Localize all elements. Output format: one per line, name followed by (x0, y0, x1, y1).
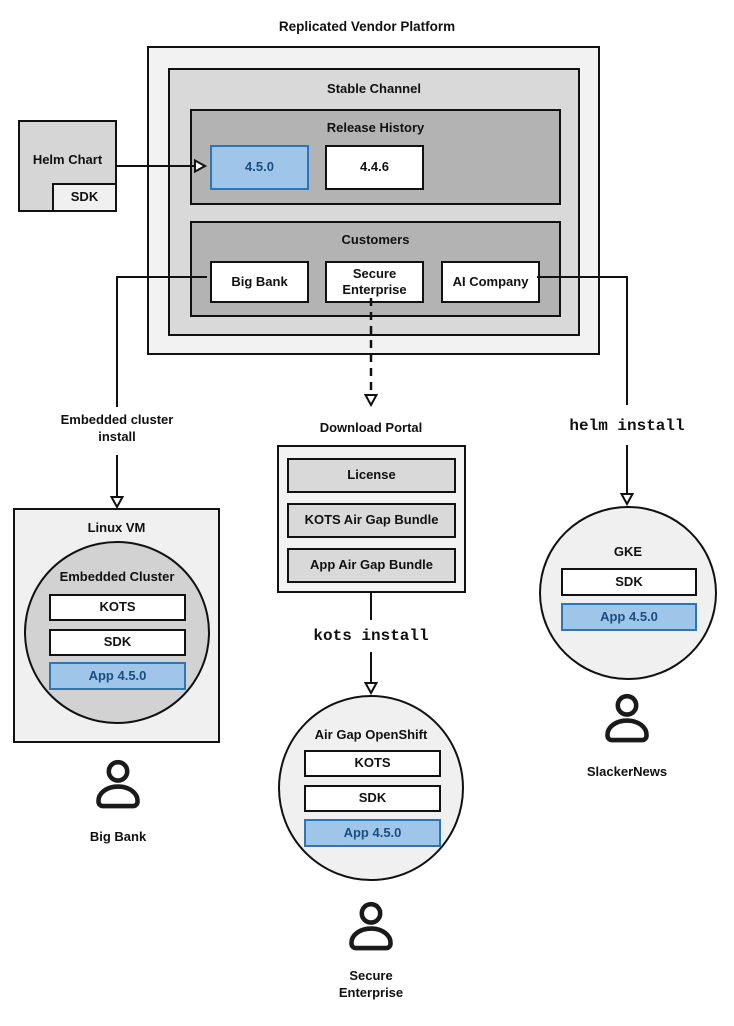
slackernews-persona-label: SlackerNews (586, 764, 668, 779)
airgap-kots-box: KOTS (304, 750, 441, 777)
airgap-app-label: App 4.5.0 (343, 824, 402, 840)
release-version-450-label: 4.5.0 (245, 159, 274, 175)
big-bank-persona-label: Big Bank (89, 829, 147, 844)
embedded-cluster-circle: Embedded Cluster KOTS SDK App 4.5.0 (24, 541, 210, 724)
release-version-450: 4.5.0 (210, 145, 309, 190)
portal-license-box: License (287, 458, 456, 493)
embedded-sdk-box: SDK (49, 629, 186, 656)
gke-app-box: App 4.5.0 (561, 603, 697, 631)
secure-enterprise-persona-label: Secure Enterprise (311, 968, 431, 1002)
stable-channel-label: Stable Channel (327, 81, 421, 96)
embedded-sdk-label: SDK (103, 634, 132, 650)
portal-app-bundle-box: App Air Gap Bundle (287, 548, 456, 583)
gke-sdk-label: SDK (615, 573, 643, 589)
download-portal-box: License KOTS Air Gap Bundle App Air Gap … (277, 445, 466, 593)
gke-circle: GKE SDK App 4.5.0 (539, 506, 717, 680)
release-version-446: 4.4.6 (325, 145, 424, 190)
gke-app-label: App 4.5.0 (600, 608, 658, 624)
airgap-sdk-label: SDK (358, 790, 387, 806)
stable-channel-box: Stable Channel Release History 4.5.0 4.4… (168, 68, 580, 336)
airgap-kots-label: KOTS (354, 755, 391, 771)
customers-label: Customers (341, 232, 410, 247)
diagram-title: Replicated Vendor Platform (278, 19, 456, 34)
embedded-app-box: App 4.5.0 (49, 662, 186, 690)
customers-box: Customers Big Bank Secure Enterprise AI … (190, 221, 561, 317)
air-gap-openshift-label: Air Gap OpenShift (314, 727, 428, 742)
vendor-platform-box: Stable Channel Release History 4.5.0 4.4… (147, 46, 600, 355)
linux-vm-label: Linux VM (87, 520, 146, 535)
release-history-box: Release History 4.5.0 4.4.6 (190, 109, 561, 205)
helm-install-command: helm install (569, 417, 685, 435)
slackernews-person-icon (605, 693, 649, 743)
airgap-sdk-box: SDK (304, 785, 441, 812)
embedded-install-line2: install (98, 428, 136, 444)
helm-chart-label: Helm Chart (32, 152, 103, 167)
customer-ai-company-label: AI Company (452, 273, 529, 289)
air-gap-openshift-circle: Air Gap OpenShift KOTS SDK App 4.5.0 (278, 695, 464, 881)
embedded-app-label: App 4.5.0 (88, 667, 147, 683)
secure-enterprise-persona-line1: Secure (349, 968, 393, 983)
customer-secure-enterprise: Secure Enterprise (325, 261, 424, 303)
helm-chart-sdk-box: SDK (52, 183, 117, 212)
helm-chart-box: Helm Chart SDK (18, 120, 117, 212)
linux-vm-box: Linux VM Embedded Cluster KOTS SDK App 4… (13, 508, 220, 743)
portal-license-label: License (347, 467, 396, 483)
release-history-label: Release History (326, 120, 425, 135)
release-version-446-label: 4.4.6 (360, 159, 389, 175)
gke-sdk-box: SDK (561, 568, 697, 596)
portal-app-bundle-label: App Air Gap Bundle (309, 557, 434, 573)
helm-chart-sdk-label: SDK (70, 189, 99, 205)
download-portal-label: Download Portal (319, 420, 423, 435)
portal-kots-bundle-label: KOTS Air Gap Bundle (304, 512, 439, 528)
kots-install-command: kots install (313, 627, 429, 645)
customer-big-bank-label: Big Bank (231, 273, 288, 289)
embedded-cluster-label: Embedded Cluster (59, 569, 175, 584)
secure-enterprise-persona-line2: Enterprise (338, 984, 404, 1000)
embedded-install-line1: Embedded cluster (60, 412, 174, 427)
customer-ai-company: AI Company (441, 261, 540, 303)
secure-enterprise-person-icon (349, 901, 393, 951)
airgap-app-box: App 4.5.0 (304, 819, 441, 847)
big-bank-person-icon (96, 759, 140, 809)
gke-label: GKE (613, 544, 643, 559)
portal-kots-bundle-box: KOTS Air Gap Bundle (287, 503, 456, 538)
embedded-kots-label: KOTS (99, 599, 136, 615)
customer-big-bank: Big Bank (210, 261, 309, 303)
embedded-install-label: Embedded cluster install (27, 412, 207, 446)
customer-secure-enterprise-label: Secure Enterprise (342, 265, 407, 297)
embedded-kots-box: KOTS (49, 594, 186, 621)
